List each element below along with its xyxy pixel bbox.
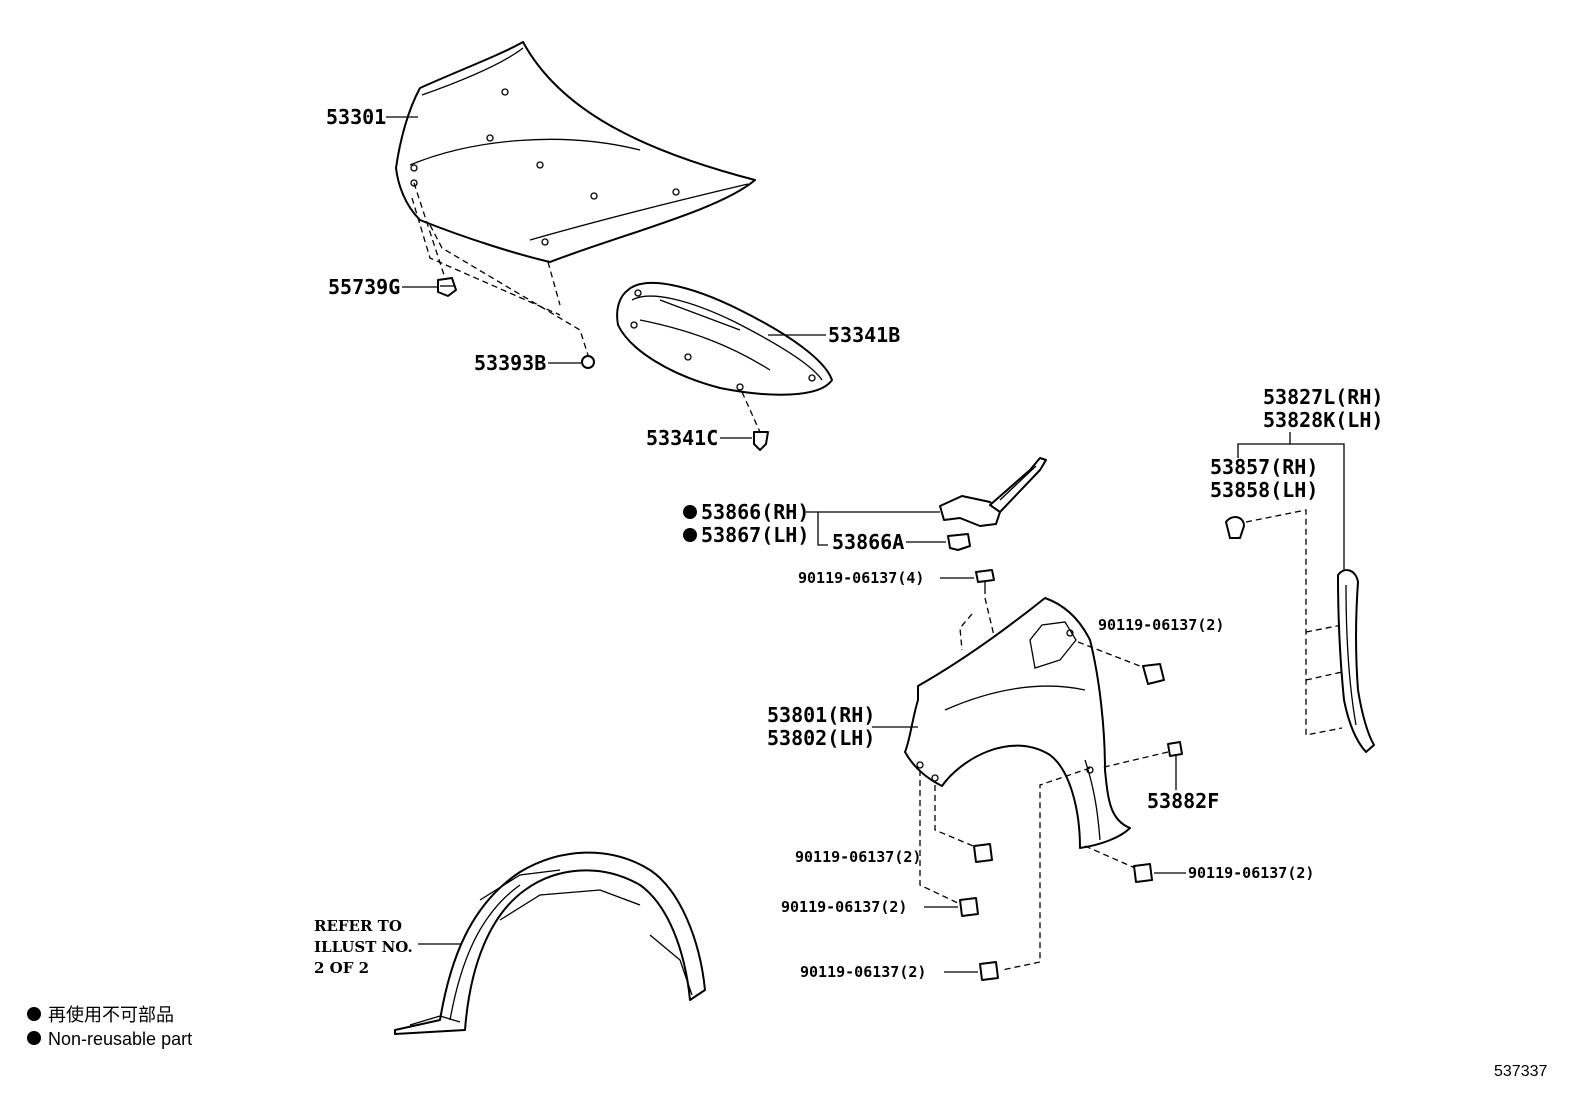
label-53827l-rh: 53827L(RH) [1263,385,1383,409]
label-53341c: 53341C [646,426,718,450]
legend-english: Non-reusable part [48,1029,192,1049]
label-bolt-fender-upper: 90119-06137(2) [1098,616,1224,634]
bolt-part [959,897,979,917]
seal-clip-part [947,533,971,551]
bolt-part [979,961,999,981]
label-bolt-right: 90119-06137(2) [1188,864,1314,882]
label-53882f: 53882F [1147,789,1219,813]
label-bolt-top: 90119-06137(4) [798,569,924,587]
hood-part [395,41,756,263]
refer-text-line3: 2 OF 2 [314,959,369,977]
legend-japanese: 再使用不可部品 [48,1005,174,1025]
label-bolt-bottom: 90119-06137(2) [800,963,926,981]
label-bolt-fender-front: 90119-06137(2) [795,848,921,866]
non-reusable-mark [683,528,697,542]
label-53801-rh: 53801(RH) [767,703,875,727]
label-53802-lh: 53802(LH) [767,726,875,750]
fender-seal-part [939,457,1047,527]
hood-insulator-part [616,281,833,396]
refer-text-line1: REFER TO [314,917,402,935]
legend-bullet-icon [27,1031,41,1045]
legend-bullet-icon [27,1007,41,1021]
side-seal-part [1337,569,1375,753]
label-55739g: 55739G [328,275,400,299]
bolt-part [1142,663,1165,685]
bolt-part [975,569,995,594]
label-bolt-front-lower: 90119-06137(2) [781,898,907,916]
refer-text-line2: ILLUST NO. [314,938,413,956]
non-reusable-mark [683,505,697,519]
bolt-part [1133,863,1153,883]
side-clip-part [1225,516,1245,539]
hood-cushion-part [437,277,457,297]
insulator-clip-part [753,431,769,451]
label-53866a: 53866A [832,530,904,554]
label-53867-lh: 53867(LH) [701,523,809,547]
label-53341b: 53341B [828,323,900,347]
label-53393b: 53393B [474,351,546,375]
bolt-part [973,843,993,863]
fender-part [904,597,1131,849]
label-53857-rh: 53857(RH) [1210,455,1318,479]
fender-bracket-part [1167,741,1183,757]
label-53858-lh: 53858(LH) [1210,478,1318,502]
illustration-number: 537337 [1494,1063,1547,1080]
fender-liner-part [394,851,706,1035]
hood-stopper-part [581,355,595,369]
label-53301: 53301 [326,105,386,129]
label-53866-rh: 53866(RH) [701,500,809,524]
label-53828k-lh: 53828K(LH) [1263,408,1383,432]
